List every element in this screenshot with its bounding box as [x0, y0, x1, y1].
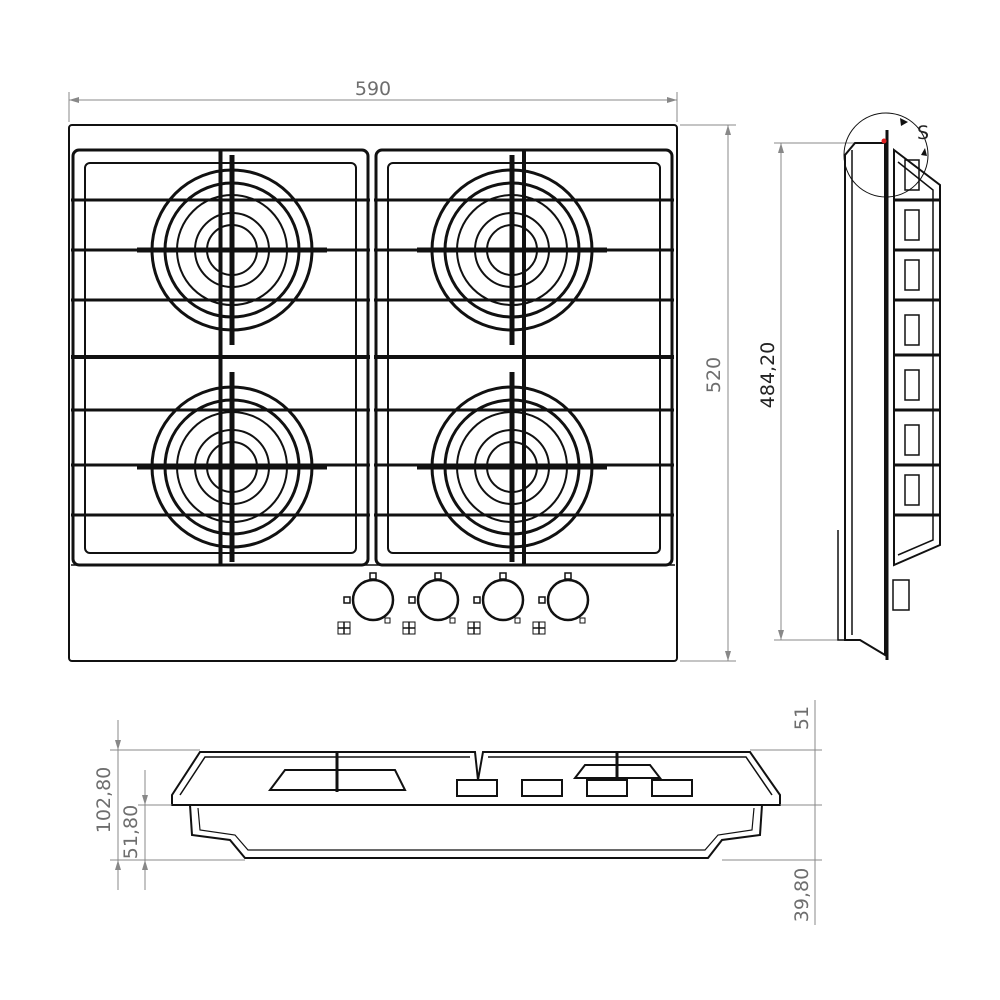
burner-3	[137, 372, 327, 562]
dimension-body-height-label: 51,80	[120, 805, 142, 859]
knob-3	[481, 578, 525, 622]
dimension-depth: 520	[680, 124, 736, 662]
dimension-bottom-height-label: 39,80	[791, 868, 813, 922]
dimension-cutout: 484,20	[757, 142, 885, 641]
top-view	[68, 124, 678, 662]
dimension-top-height-label: 51	[791, 706, 813, 730]
burners	[137, 155, 607, 562]
burner-1	[137, 155, 327, 345]
dimension-cutout-label: 484,20	[757, 342, 779, 408]
burner-4	[417, 372, 607, 562]
dimension-width: 590	[68, 78, 678, 122]
knob-2	[416, 578, 460, 622]
control-knobs	[337, 572, 590, 635]
detail-marker	[881, 138, 887, 144]
burner-2	[417, 155, 607, 345]
dimension-total-height-label: 102,80	[93, 767, 115, 833]
knob-1	[351, 578, 395, 622]
detail-label: S	[917, 122, 929, 144]
dimension-body-height: 51,80	[120, 770, 172, 890]
front-view	[171, 751, 781, 859]
dimension-top-height: 51 39,80	[722, 700, 822, 925]
side-view: S	[837, 112, 941, 660]
dimension-depth-label: 520	[703, 357, 725, 393]
dimension-width-label: 590	[355, 78, 391, 100]
dimension-total-height: 102,80	[93, 720, 245, 890]
knob-4	[546, 578, 590, 622]
hob-panel-outline	[68, 124, 678, 662]
